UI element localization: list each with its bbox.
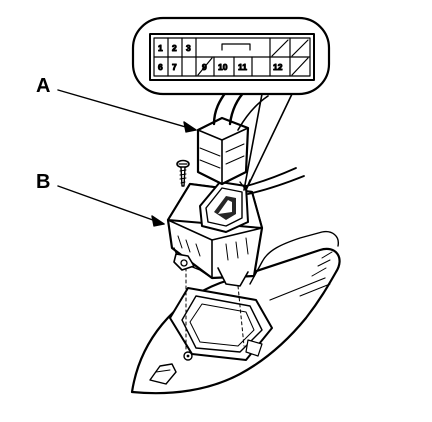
pin-label: 7 <box>172 62 177 72</box>
pin-label: 10 <box>218 62 228 72</box>
callout-a: A <box>36 75 51 97</box>
leader-b <box>57 185 165 227</box>
leader-a <box>57 89 197 133</box>
pin-label: 9 <box>202 62 207 72</box>
pin-label: 12 <box>273 62 283 72</box>
harness-connector <box>196 88 269 186</box>
wire-leads <box>245 167 305 195</box>
pin-label: 6 <box>158 62 163 72</box>
callout-b: B <box>36 171 51 193</box>
screw <box>176 159 190 187</box>
pin-label: 1 <box>158 43 163 53</box>
pin-label: 2 <box>172 43 177 53</box>
connector-face-balloon: 1 2 3 6 7 9 10 11 12 <box>131 16 331 191</box>
pin-label: 11 <box>238 62 247 72</box>
mounting-recess <box>169 287 273 361</box>
pin-label: 3 <box>186 43 191 53</box>
switch-housing <box>166 181 264 287</box>
